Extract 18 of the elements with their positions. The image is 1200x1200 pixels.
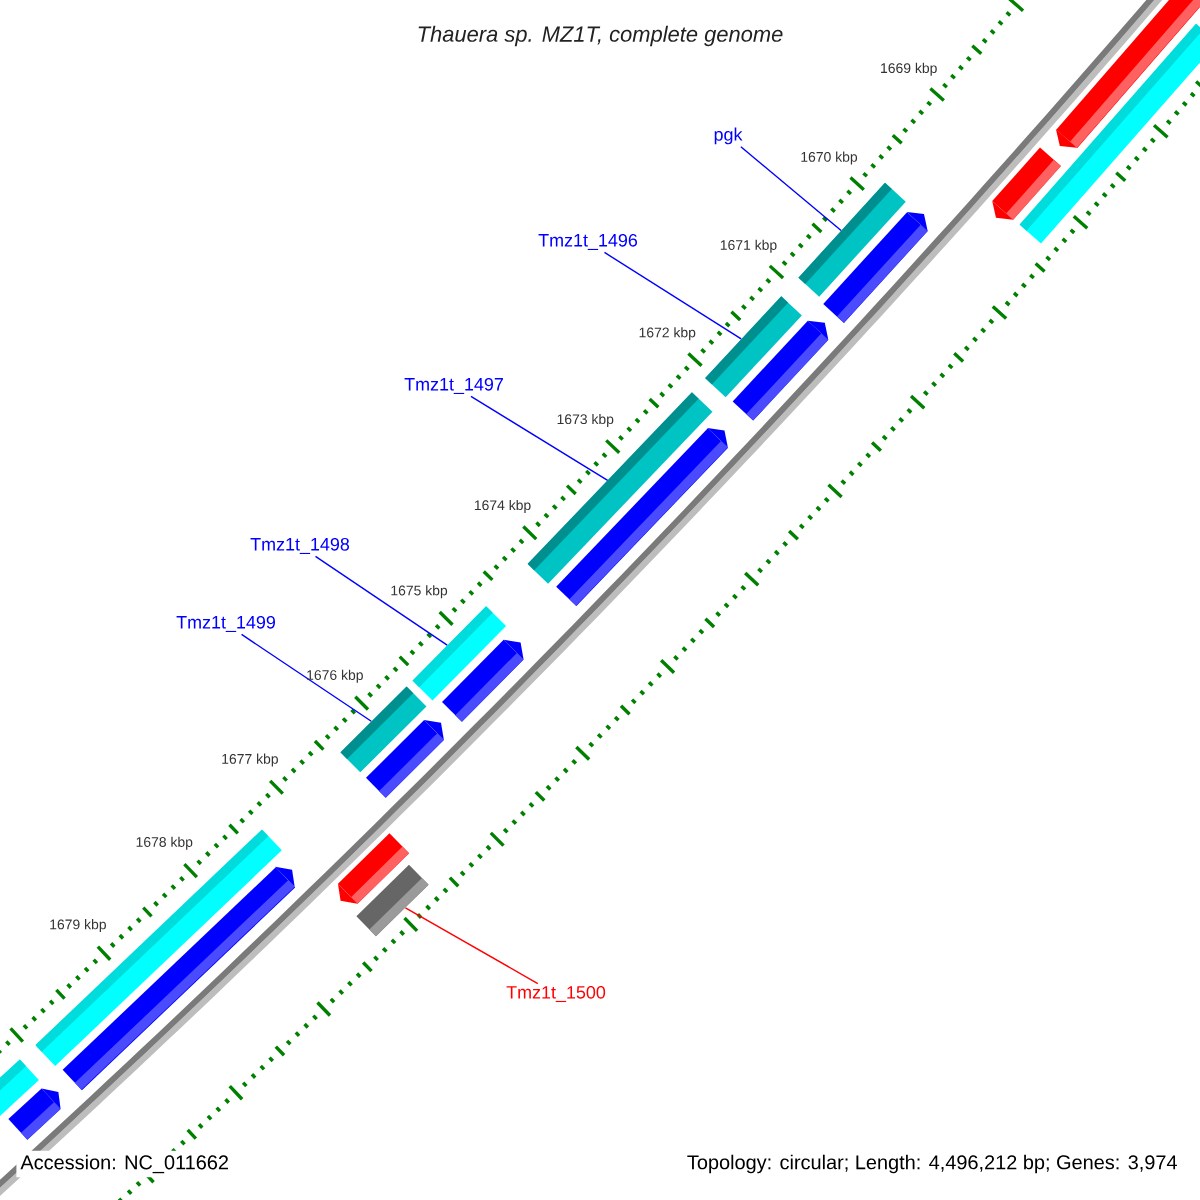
gene-bar <box>8 1088 61 1140</box>
gene-label: Tmz1t_1499 <box>176 615 275 633</box>
gene-bar <box>356 864 429 937</box>
leader-line <box>740 146 842 232</box>
gene-bar <box>442 639 524 722</box>
gene-bar <box>732 320 829 421</box>
gene-label: Tmz1t_1496 <box>538 233 638 250</box>
gene-bar <box>366 720 444 798</box>
title: Thauera sp. MZ1T, complete genome <box>418 25 783 47</box>
gene-bar <box>556 428 729 607</box>
footer-text: Accession: NC_011662 <box>16 1150 233 1178</box>
gene-label: Tmz1t_1500 <box>506 985 606 1003</box>
gene-label: pgk <box>714 127 743 145</box>
gene-bar <box>1019 23 1200 244</box>
gene-label: Tmz1t_1498 <box>250 537 350 555</box>
footer-text: Topology: circular; Length: 4,496,212 bp; Genes: 3,974 <box>682 1150 1182 1178</box>
gene-label: Tmz1t_1497 <box>404 377 503 395</box>
gene-bar <box>823 212 928 323</box>
